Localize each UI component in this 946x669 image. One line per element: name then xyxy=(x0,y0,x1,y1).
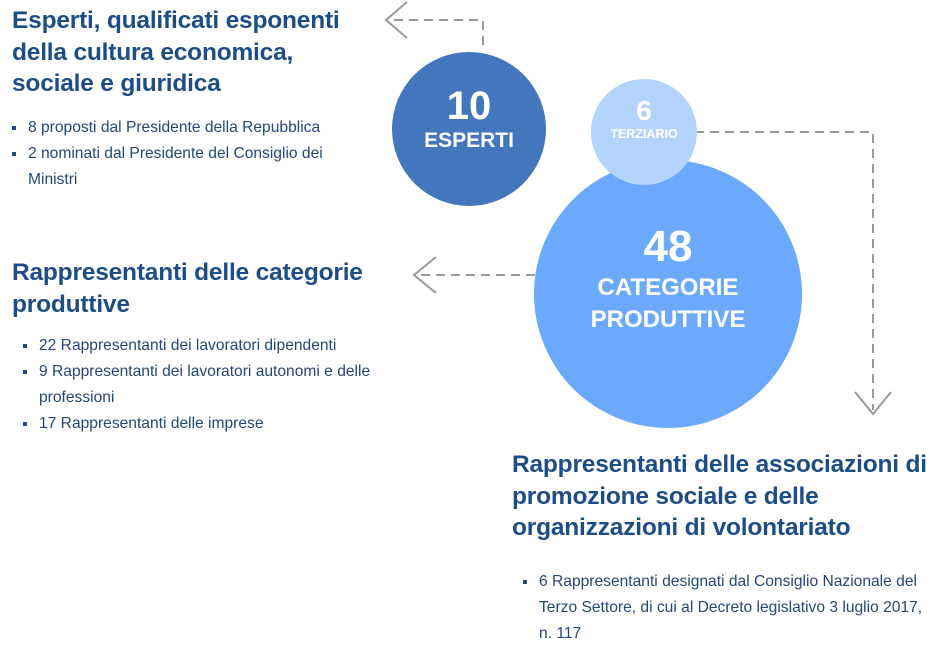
terziario-list: 6 Rappresentanti designati dal Consiglio… xyxy=(523,569,936,647)
categorie-list: 22 Rappresentanti dei lavoratori dipende… xyxy=(23,333,413,437)
terziario-heading: Rappresentanti delle associazioni di pro… xyxy=(512,451,927,541)
list-item: 9 Rappresentanti dei lavoratori autonomi… xyxy=(23,359,413,411)
esperti-label: ESPERTI xyxy=(424,129,514,152)
terziario-count: 6 xyxy=(636,95,652,126)
categorie-label-line2: PRODUTTIVE xyxy=(590,306,746,333)
list-item: 8 proposti dal Presidente della Repubbli… xyxy=(12,115,372,141)
categorie-circle: 48 CATEGORIE PRODUTTIVE xyxy=(534,160,802,428)
arrowhead-esperti xyxy=(384,1,408,39)
categorie-heading: Rappresentanti delle categorie produttiv… xyxy=(12,259,363,318)
list-item: 17 Rappresentanti delle imprese xyxy=(23,411,413,437)
esperti-count: 10 xyxy=(446,84,492,128)
terziario-circle: 6 TERZIARIO xyxy=(591,79,697,185)
list-item: 6 Rappresentanti designati dal Consiglio… xyxy=(523,569,936,647)
terziario-label: TERZIARIO xyxy=(610,127,678,141)
list-item: 22 Rappresentanti dei lavoratori dipende… xyxy=(23,333,413,359)
connector-terziario xyxy=(695,131,874,410)
arrowhead-terziario xyxy=(854,391,892,416)
connector-esperti xyxy=(392,19,484,45)
list-item: 2 nominati dal Presidente del Consiglio … xyxy=(12,141,372,193)
esperti-heading: Esperti, qualificati esponenti della cul… xyxy=(12,7,340,97)
esperti-list: 8 proposti dal Presidente della Repubbli… xyxy=(12,115,372,193)
arrowhead-categorie xyxy=(412,256,437,294)
esperti-circle: 10 ESPERTI xyxy=(392,52,546,206)
categorie-label-line1: CATEGORIE xyxy=(597,274,739,301)
categorie-count: 48 xyxy=(643,222,693,271)
